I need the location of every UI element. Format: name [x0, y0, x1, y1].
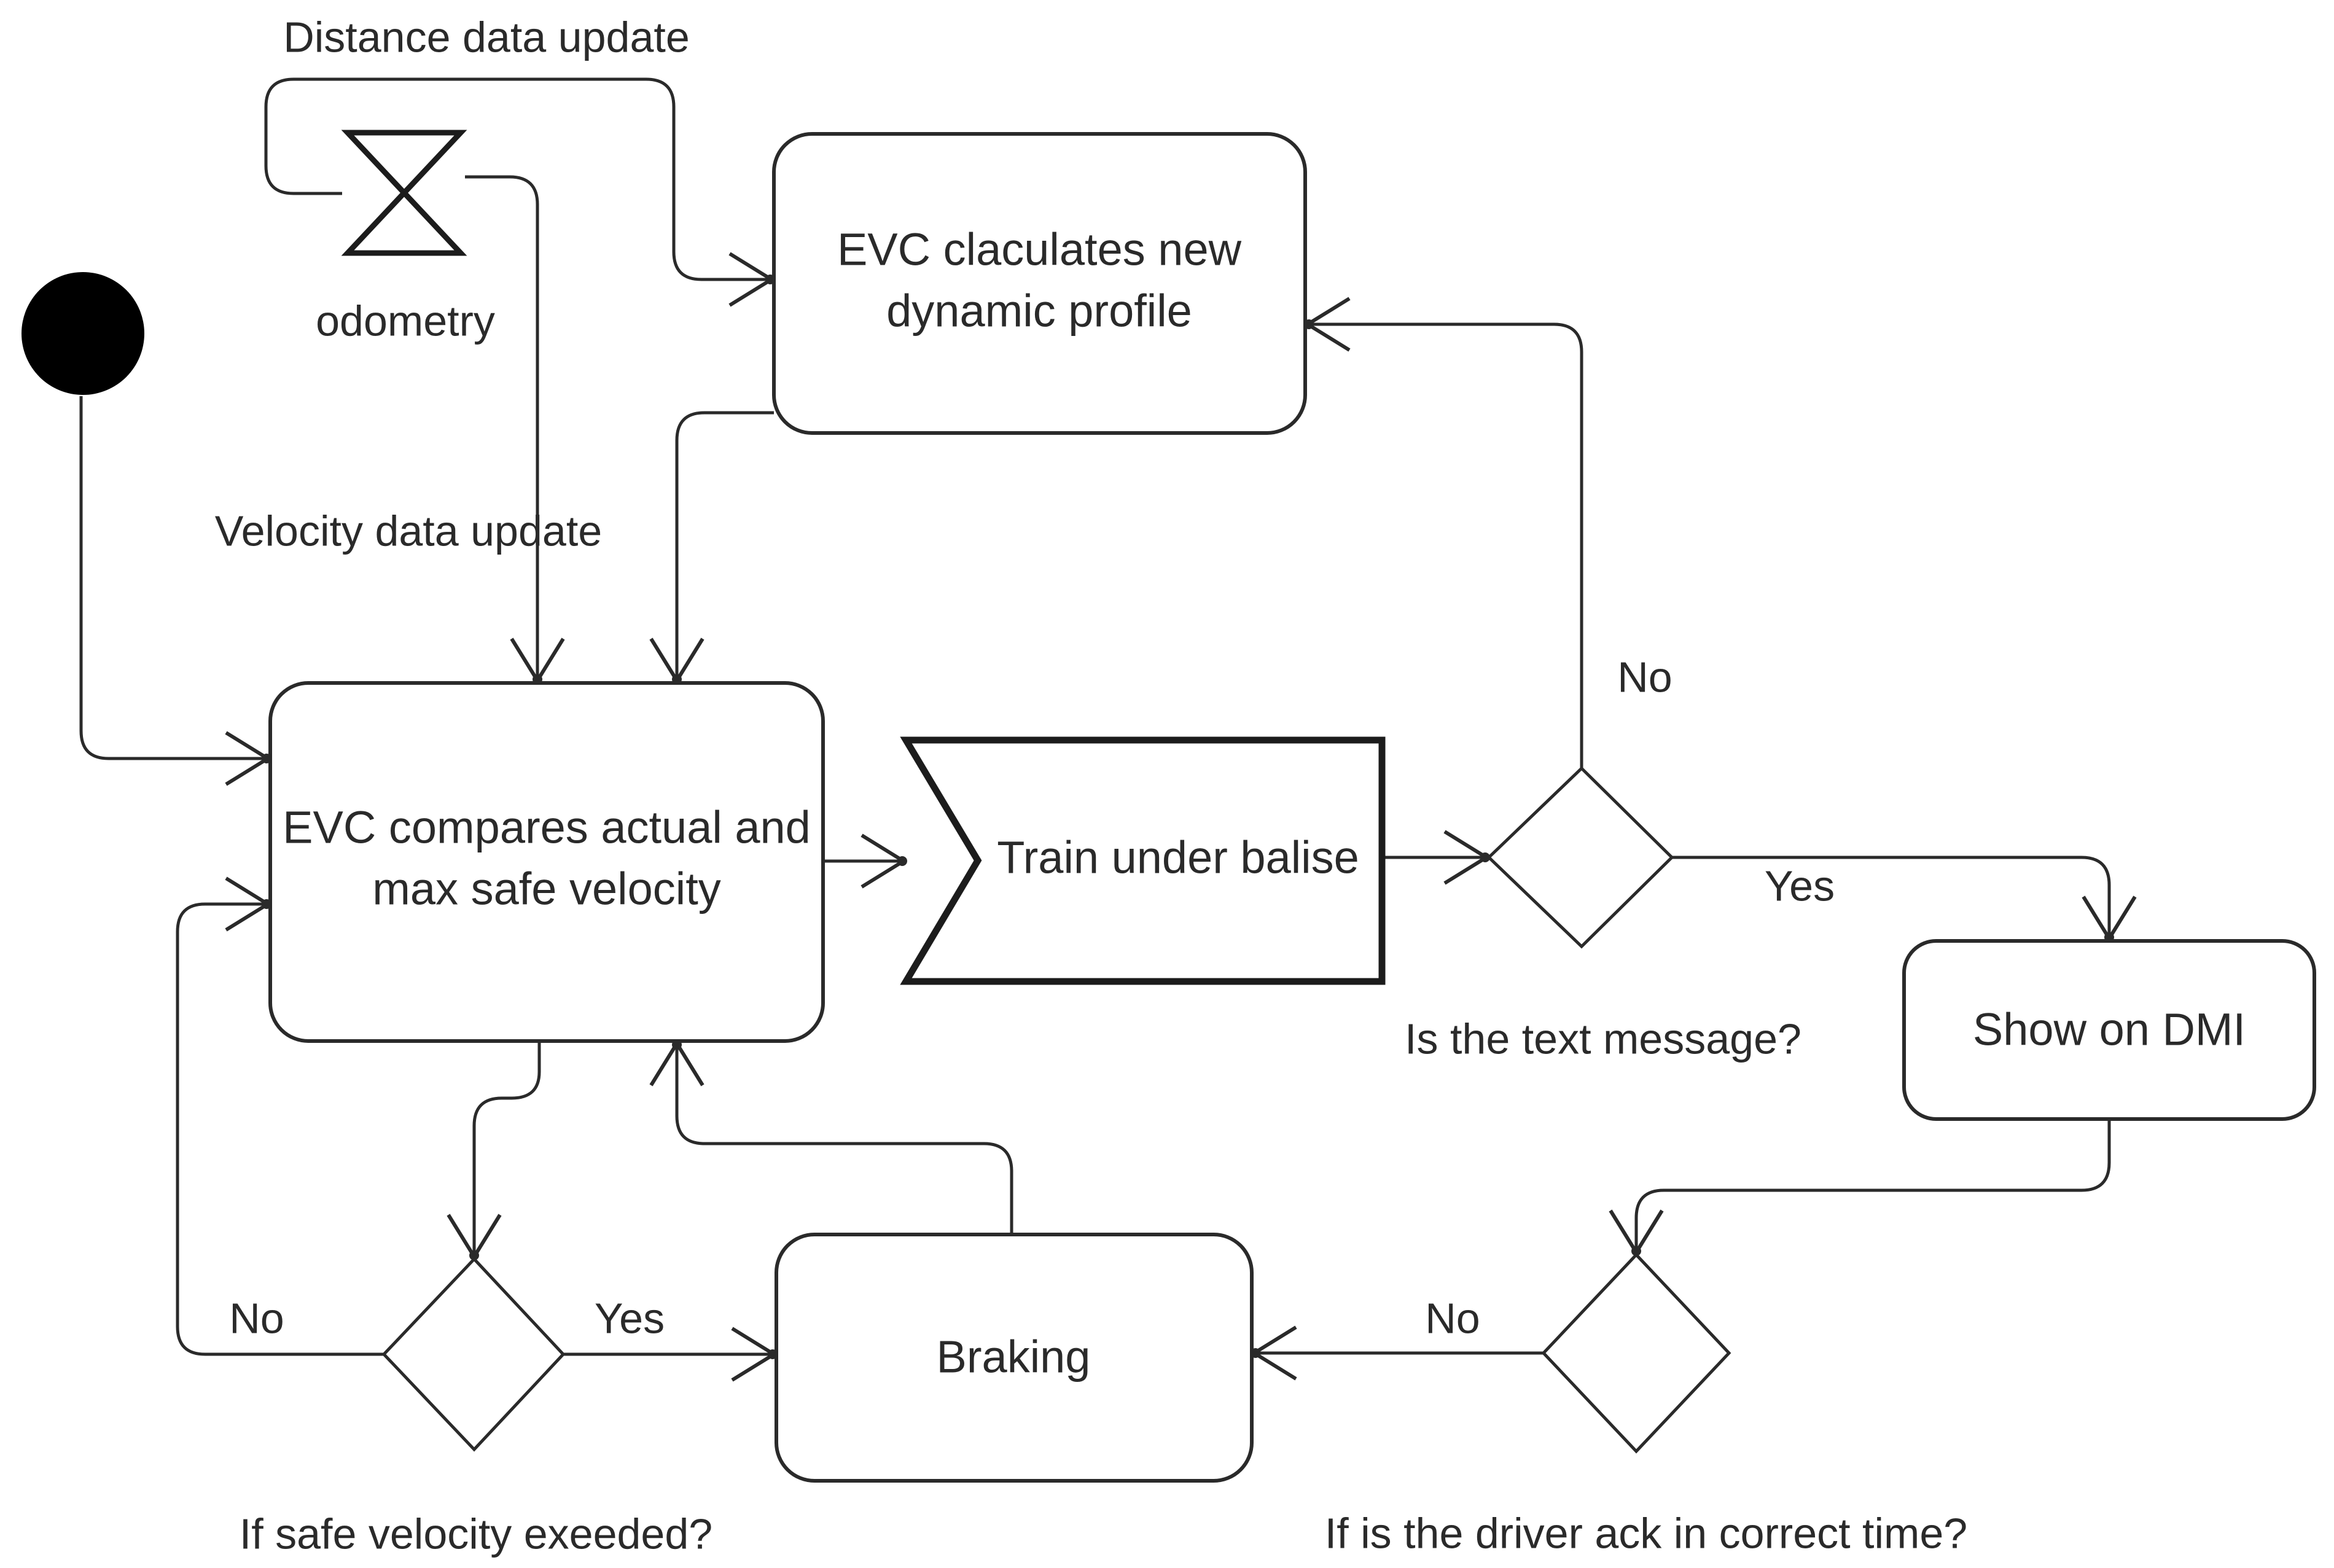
driver-ack-no-label: No [1425, 1294, 1480, 1342]
safe-velocity-no-label: No [229, 1294, 284, 1342]
driver-ack-decision [1541, 1252, 1731, 1454]
edge-text-message-no-to-calculates [1304, 297, 1583, 768]
edge-initial-to-compares [79, 396, 271, 786]
show-on-dmi-node [1902, 939, 2316, 1121]
train-under-balise-label: Train under balise [997, 832, 1359, 883]
velocity-update-label: Velocity data update [215, 507, 602, 555]
safe-velocity-yes-label: Yes [595, 1294, 665, 1342]
edge-odometry-velocity-to-compares [465, 175, 565, 684]
text-message-no-label: No [1617, 653, 1672, 701]
initial-node [21, 272, 144, 395]
evc-compares-label-line2: max safe velocity [372, 864, 721, 915]
evc-calculates-label-line1: EVC claculates new [837, 224, 1242, 275]
show-on-dmi-label: Show on DMI [1973, 1004, 2246, 1055]
text-message-decision [1486, 766, 1674, 949]
edge-dmi-to-driver-ack-decision [1609, 1119, 2111, 1256]
edge-compares-to-safe-velocity-decision [447, 1041, 541, 1260]
safe-velocity-question-label: If safe velocity exeeded? [240, 1510, 712, 1558]
edge-calculates-to-compares [649, 411, 774, 684]
edge-odometry-distance-loop-to-calculates [264, 77, 775, 307]
edge-safe-velocity-no-to-compares [176, 876, 384, 1356]
evc-compares-label-line1: EVC compares actual and [283, 802, 811, 853]
safe-velocity-decision [381, 1257, 566, 1452]
text-message-yes-label: Yes [1765, 862, 1835, 910]
braking-label: Braking [937, 1332, 1091, 1383]
driver-ack-question-label: If is the driver ack in correct time? [1325, 1509, 1967, 1557]
odometry-hourglass-icon [341, 130, 467, 256]
evc-compares-node [268, 681, 825, 1043]
edge-text-message-yes-to-dmi [1672, 856, 2137, 942]
evc-calculates-label-line2: dynamic profile [886, 286, 1192, 337]
evc-calculates-node [772, 132, 1307, 435]
edge-braking-to-compares [649, 1040, 1013, 1235]
braking-node [775, 1233, 1254, 1483]
odometry-label: odometry [316, 297, 495, 345]
train-under-balise-node [900, 736, 1386, 985]
text-message-question-label: Is the text message? [1405, 1015, 1801, 1063]
distance-update-label: Distance data update [283, 13, 690, 61]
